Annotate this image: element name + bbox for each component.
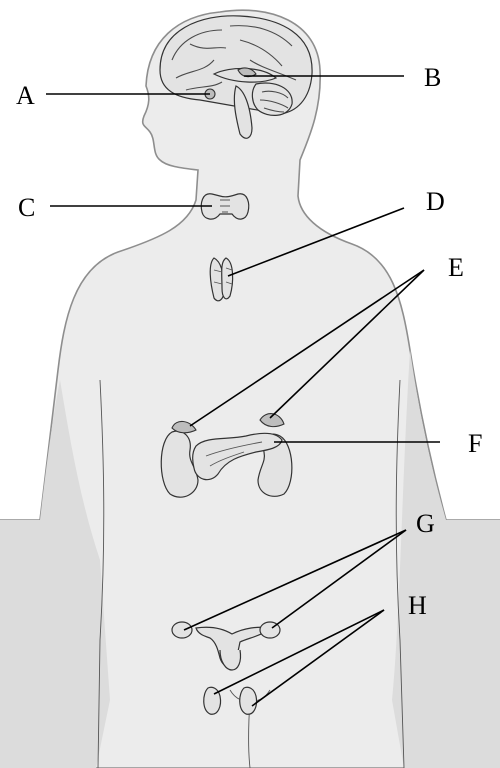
label-e: E	[448, 253, 464, 282]
right-testis-shape	[240, 687, 257, 714]
label-h: H	[408, 591, 427, 620]
label-b: B	[424, 63, 441, 92]
left-ovary-shape	[172, 622, 192, 638]
label-a: A	[16, 81, 35, 110]
label-d: D	[426, 187, 445, 216]
label-g: G	[416, 509, 435, 538]
label-c: C	[18, 193, 35, 222]
label-f: F	[468, 429, 482, 458]
